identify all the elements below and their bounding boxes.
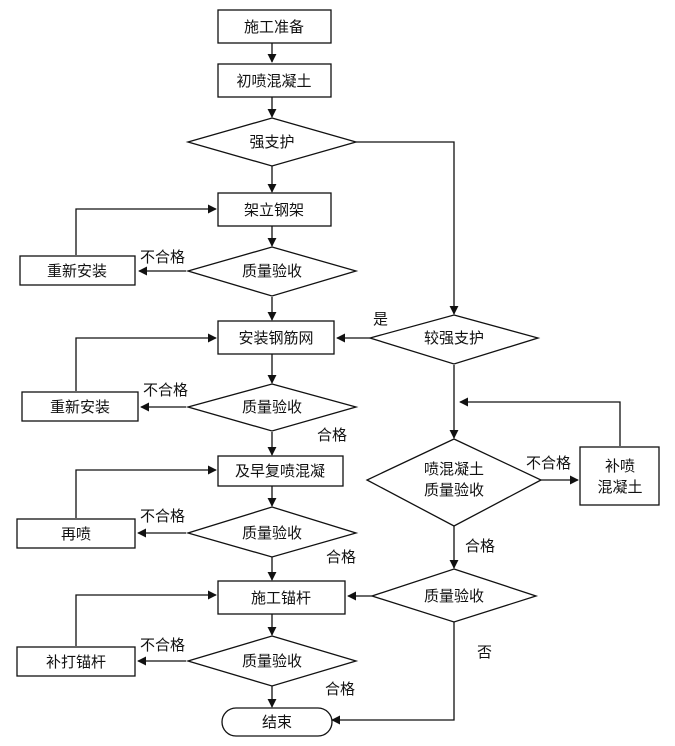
node-supplement-spray <box>579 446 660 506</box>
node-supplement-spray-label-1: 补喷 <box>605 457 635 475</box>
node-early-respray-label: 及早复喷混凝 <box>235 462 325 480</box>
node-stronger-support <box>367 314 541 365</box>
edge-reinstall-2-back <box>75 333 217 391</box>
node-strong-support <box>185 117 359 167</box>
node-install-bolts-label: 施工锚杆 <box>251 589 311 607</box>
node-end <box>221 707 333 737</box>
label-fail-right: 不合格 <box>526 454 571 472</box>
label-pass-4: 合格 <box>325 680 355 698</box>
label-pass-3: 合格 <box>326 548 356 566</box>
node-qa-shotcrete-label-1: 喷混凝土 <box>424 460 484 478</box>
edge-strong-to-stronger <box>356 141 459 315</box>
node-qa-right-label: 质量验收 <box>424 587 484 605</box>
node-qa-bolts-label: 质量验收 <box>242 652 302 670</box>
node-install-mesh <box>217 320 335 355</box>
node-qa-steel-frame <box>185 246 359 297</box>
node-install-steel-frame <box>217 192 332 227</box>
label-fail-3: 不合格 <box>140 507 185 525</box>
node-prep-label: 施工准备 <box>244 18 304 36</box>
label-fail-4: 不合格 <box>140 636 185 654</box>
node-stronger-support-label: 较强支护 <box>424 329 484 347</box>
node-strong-support-label: 强支护 <box>249 133 294 151</box>
node-reinstall-2 <box>21 391 139 422</box>
label-fail-1: 不合格 <box>140 248 185 266</box>
node-respray <box>16 518 136 549</box>
node-supplement-bolts-label: 补打锚杆 <box>46 653 106 671</box>
edge-qa-right-no-to-end <box>331 622 455 725</box>
edge-respray-back <box>75 465 217 518</box>
node-install-mesh-label: 安装钢筋网 <box>238 329 313 347</box>
node-initial-spray-label: 初喷混凝土 <box>236 72 311 90</box>
node-qa-mesh-label: 质量验收 <box>242 398 302 416</box>
node-initial-spray <box>217 63 332 98</box>
node-install-steel-frame-label: 架立钢架 <box>244 201 304 219</box>
label-pass-2: 合格 <box>317 426 347 444</box>
node-qa-right <box>369 568 539 623</box>
label-yes: 是 <box>373 310 388 328</box>
edge-supplement-back <box>459 397 621 446</box>
node-reinstall-1 <box>19 255 136 286</box>
node-install-bolts <box>217 580 346 615</box>
node-early-respray <box>217 455 344 487</box>
label-fail-2: 不合格 <box>143 381 188 399</box>
node-supplement-spray-label-2: 混凝土 <box>597 478 642 496</box>
node-qa-steel-frame-label: 质量验收 <box>242 262 302 280</box>
node-qa-respray-label: 质量验收 <box>242 524 302 542</box>
node-reinstall-1-label: 重新安装 <box>47 262 107 280</box>
node-qa-respray <box>185 506 359 558</box>
node-end-label: 结束 <box>262 713 292 731</box>
node-qa-bolts <box>185 635 359 687</box>
node-respray-label: 再喷 <box>61 525 91 543</box>
label-no: 否 <box>477 643 492 661</box>
node-qa-mesh <box>185 383 359 432</box>
node-supplement-bolts <box>16 646 136 677</box>
edge-bolts-back <box>75 590 217 646</box>
node-qa-shotcrete-label-2: 质量验收 <box>424 481 484 499</box>
label-pass-right: 合格 <box>465 537 495 555</box>
node-prep <box>217 9 332 44</box>
node-qa-shotcrete <box>365 438 543 527</box>
node-reinstall-2-label: 重新安装 <box>50 398 110 416</box>
edge-reinstall-1-back <box>75 204 217 255</box>
